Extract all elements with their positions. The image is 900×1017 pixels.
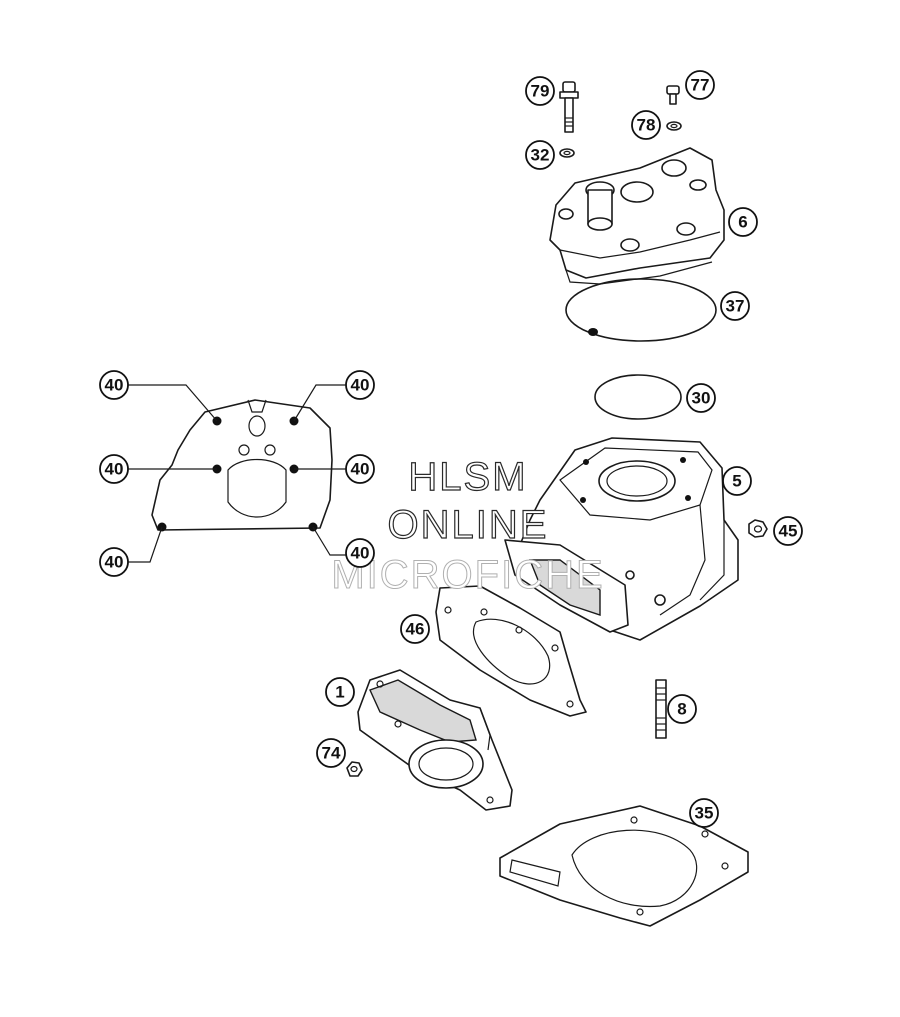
watermark-line2: ONLINE	[388, 503, 549, 547]
callout-5-label: 5	[732, 472, 741, 491]
callout-35: 35	[689, 798, 719, 828]
callout-37: 37	[720, 291, 750, 321]
base-gasket-35	[499, 805, 749, 927]
bolt-79	[559, 81, 579, 133]
callout-40-bottom-left-label: 40	[105, 553, 124, 572]
watermark-line1: HLSM	[408, 455, 527, 499]
callout-40-top-right: 40	[345, 370, 375, 400]
stud-8	[655, 679, 667, 739]
gasket-outline-40	[151, 399, 333, 532]
callout-30: 30	[686, 383, 716, 413]
callout-5: 5	[722, 466, 752, 496]
washer-78	[666, 121, 682, 131]
callout-46-label: 46	[406, 620, 425, 639]
callout-77: 77	[685, 70, 715, 100]
cylinder-5	[504, 437, 739, 641]
callout-35-label: 35	[695, 804, 714, 823]
callout-32: 32	[525, 140, 555, 170]
nut-74	[346, 761, 363, 777]
callout-78-label: 78	[637, 116, 656, 135]
callout-40-bottom-left: 40	[99, 547, 129, 577]
callout-40-mid-right: 40	[345, 454, 375, 484]
callout-30-label: 30	[692, 389, 711, 408]
callout-46: 46	[400, 614, 430, 644]
callout-79: 79	[525, 76, 555, 106]
cylinder-head-6	[549, 147, 725, 285]
callout-40-bottom-right-label: 40	[351, 544, 370, 563]
callout-40-top-left: 40	[99, 370, 129, 400]
gasket-46	[435, 585, 587, 717]
callout-37-label: 37	[726, 297, 745, 316]
callout-8-label: 8	[677, 700, 686, 719]
bolt-77	[666, 85, 680, 105]
callout-32-label: 32	[531, 146, 550, 165]
callout-40-top-right-label: 40	[351, 376, 370, 395]
watermark: HLSM ONLINE MICROFICHE	[331, 454, 604, 597]
callout-6: 6	[728, 207, 758, 237]
callout-79-label: 79	[531, 82, 550, 101]
callout-77-label: 77	[691, 76, 710, 95]
callout-1: 1	[325, 677, 355, 707]
leader-lines	[128, 384, 346, 563]
intake-flange-1	[357, 669, 513, 811]
callout-40-top-left-label: 40	[105, 376, 124, 395]
callout-74: 74	[316, 738, 346, 768]
callout-78: 78	[631, 110, 661, 140]
washer-32	[559, 148, 575, 158]
callout-8: 8	[667, 694, 697, 724]
o-ring-30	[594, 374, 682, 420]
nut-45	[748, 519, 768, 538]
o-ring-37	[565, 278, 717, 342]
callout-45-label: 45	[779, 522, 798, 541]
callout-6-label: 6	[738, 213, 747, 232]
watermark-line3: MICROFICHE	[331, 553, 604, 597]
callout-40-mid-left-label: 40	[105, 460, 124, 479]
callout-45: 45	[773, 516, 803, 546]
callout-40-bottom-right: 40	[345, 538, 375, 568]
callout-1-label: 1	[335, 683, 344, 702]
callout-40-mid-right-label: 40	[351, 460, 370, 479]
callout-40-mid-left: 40	[99, 454, 129, 484]
callout-74-label: 74	[322, 744, 341, 763]
